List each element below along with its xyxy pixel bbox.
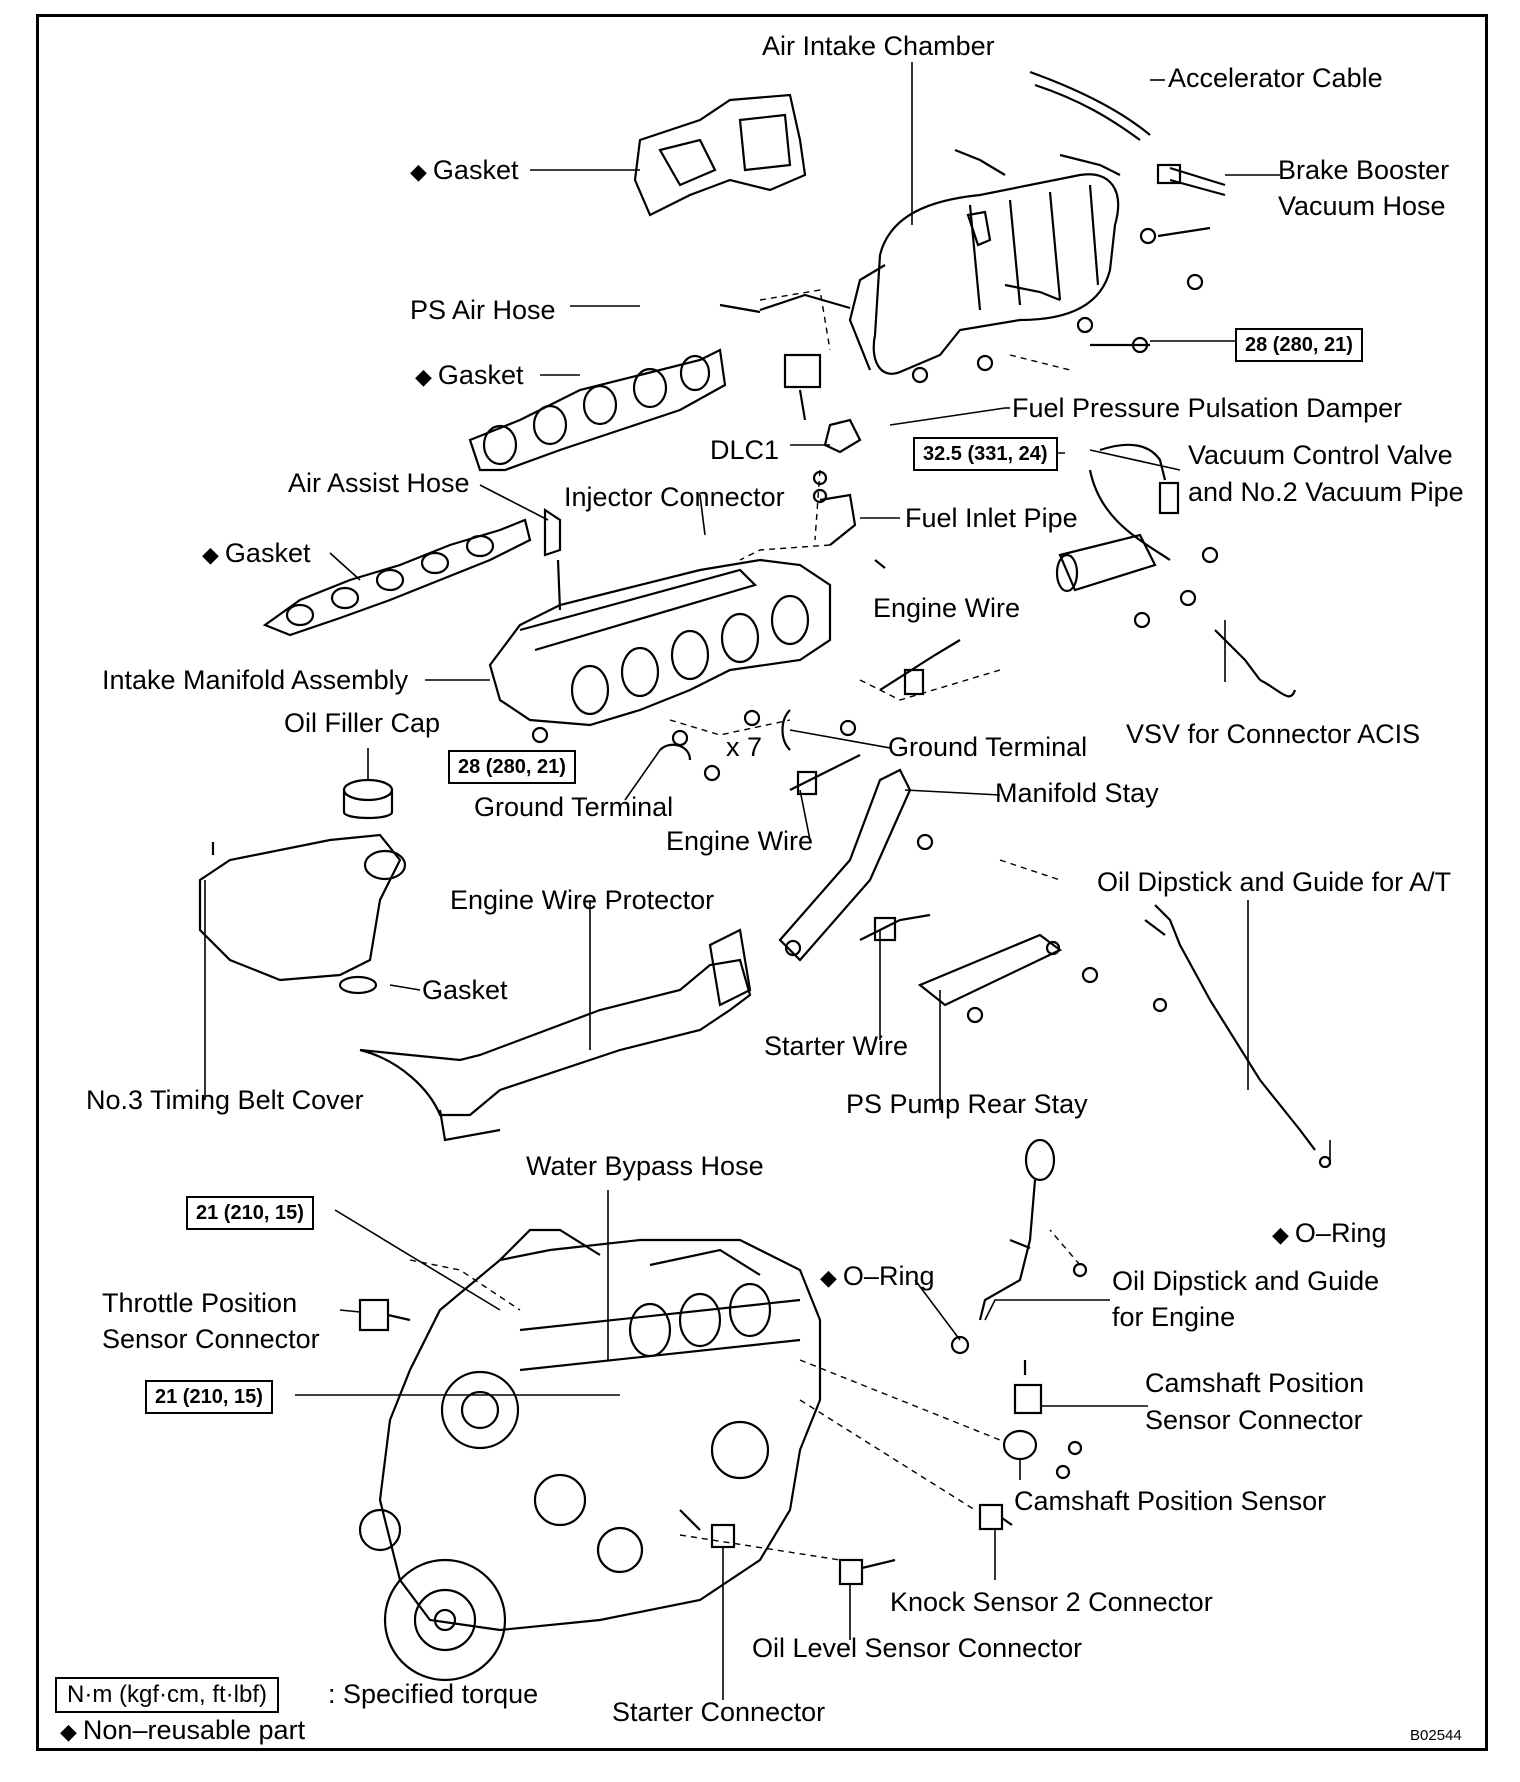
- label-engine-wire-lower: Engine Wire: [666, 826, 814, 856]
- label-fuel-pressure-damper: Fuel Pressure Pulsation Damper: [1012, 393, 1403, 423]
- oil-level-sensor-drawing: [838, 1558, 896, 1586]
- legend-non-reusable-text: Non–reusable part: [82, 1715, 306, 1745]
- label-gasket-mid-text: Gasket: [437, 360, 524, 390]
- label-ground-terminal-right: Ground Terminal: [888, 732, 1088, 762]
- engine-wire-protector-drawing: [359, 928, 752, 1142]
- oil-dipstick-at-drawing: [1144, 904, 1332, 1169]
- label-gasket-left: ◆Gasket: [202, 535, 310, 573]
- starter-connector-drawing: [679, 1509, 736, 1549]
- label-oil-dipstick-engine-1: Oil Dipstick and Guide: [1112, 1266, 1380, 1296]
- air-intake-chamber-drawing: [848, 148, 1121, 375]
- label-vsv-connector-acis: VSV for Connector ACIS: [1126, 719, 1421, 749]
- label-gasket-cover: Gasket: [422, 975, 508, 1005]
- label-gasket-left-text: Gasket: [224, 538, 311, 568]
- label-oil-dipstick-at: Oil Dipstick and Guide for A/T: [1097, 867, 1452, 897]
- label-ps-air-hose: PS Air Hose: [410, 295, 556, 325]
- label-ps-pump-rear-stay: PS Pump Rear Stay: [846, 1089, 1088, 1119]
- label-o-ring-right: ◆O–Ring: [1272, 1215, 1386, 1253]
- label-o-ring-right-text: O–Ring: [1294, 1218, 1387, 1248]
- vacuum-control-valve-drawing: [1055, 443, 1297, 698]
- camshaft-sensor-drawing: [1002, 1360, 1083, 1480]
- label-vacuum-control-2: and No.2 Vacuum Pipe: [1188, 477, 1464, 507]
- label-o-ring-left-text: O–Ring: [842, 1261, 935, 1291]
- torque-21-upper: 21 (210, 15): [186, 1196, 314, 1230]
- fuel-damper-drawing: [812, 418, 886, 569]
- label-gasket-mid: ◆Gasket: [415, 357, 523, 395]
- label-intake-manifold-assembly: Intake Manifold Assembly: [102, 665, 409, 695]
- label-x7: x 7: [726, 732, 763, 762]
- label-air-assist-hose: Air Assist Hose: [288, 468, 470, 498]
- label-gasket-top-text: Gasket: [432, 155, 519, 185]
- label-water-bypass-hose: Water Bypass Hose: [526, 1151, 764, 1181]
- brake-booster-hose-drawing: [1156, 163, 1226, 197]
- label-cam-connector-2: Sensor Connector: [1145, 1405, 1363, 1435]
- throttle-sensor-connector-drawing: [358, 1298, 411, 1332]
- label-injector-connector: Injector Connector: [564, 482, 785, 512]
- label-no3-timing-belt-cover: No.3 Timing Belt Cover: [86, 1085, 364, 1115]
- torque-28-upper: 28 (280, 21): [1235, 328, 1363, 362]
- engine-wire-upper-drawing: [879, 639, 961, 696]
- label-throttle-1: Throttle Position: [102, 1288, 298, 1318]
- label-vacuum-control-1: Vacuum Control Valve: [1188, 440, 1453, 470]
- knock-sensor-connector-drawing: [978, 1503, 1013, 1531]
- leader-lines: [204, 62, 1331, 1700]
- engine-block-drawing: [358, 1228, 822, 1682]
- label-brake-booster-1: Brake Booster: [1278, 155, 1450, 185]
- label-oil-dipstick-engine-2: for Engine: [1112, 1302, 1236, 1332]
- diamond-icon: ◆: [415, 364, 432, 389]
- legend-non-reusable: ◆Non–reusable part: [60, 1712, 305, 1750]
- label-oil-level-sensor: Oil Level Sensor Connector: [752, 1633, 1083, 1663]
- air-assist-hose-drawing: [543, 507, 562, 611]
- figure-code: B02544: [1410, 1727, 1462, 1744]
- label-air-intake-chamber: Air Intake Chamber: [762, 31, 995, 61]
- label-cam-connector-1: Camshaft Position: [1145, 1368, 1365, 1398]
- label-throttle-2: Sensor Connector: [102, 1324, 320, 1354]
- ps-pump-rear-stay-drawing: [917, 933, 1099, 1024]
- oil-filler-cap-drawing: [342, 778, 394, 820]
- diamond-icon: ◆: [202, 542, 219, 567]
- diamond-icon: ◆: [410, 159, 427, 184]
- diamond-icon: ◆: [820, 1265, 837, 1290]
- label-starter-connector: Starter Connector: [612, 1697, 826, 1727]
- label-o-ring-left: ◆O–Ring: [820, 1258, 934, 1296]
- label-engine-wire-upper: Engine Wire: [873, 593, 1021, 623]
- gasket-mid-drawing: [468, 348, 727, 472]
- starter-wire-drawing: [859, 913, 931, 942]
- engine-wire-lower-drawing: [789, 754, 861, 796]
- label-camshaft-position-sensor: Camshaft Position Sensor: [1014, 1486, 1327, 1516]
- torque-21-lower: 21 (210, 15): [145, 1380, 273, 1414]
- dlc1-drawing: [783, 353, 822, 421]
- label-dlc1: DLC1: [710, 435, 780, 465]
- legend-unit-box: N·m (kgf·cm, ft·lbf): [55, 1677, 279, 1713]
- label-engine-wire-protector: Engine Wire Protector: [450, 885, 715, 915]
- torque-28-lower: 28 (280, 21): [448, 750, 576, 784]
- gasket-top-drawing: [633, 93, 807, 217]
- diamond-icon: ◆: [60, 1719, 77, 1744]
- label-manifold-stay: Manifold Stay: [995, 778, 1159, 808]
- label-accelerator-cable: Accelerator Cable: [1168, 63, 1383, 93]
- manifold-stay-drawing: [778, 768, 934, 962]
- timing-belt-cover-drawing: [198, 833, 407, 995]
- torque-32-5: 32.5 (331, 24): [913, 437, 1058, 471]
- label-ground-terminal-left: Ground Terminal: [474, 792, 674, 822]
- legend-unit-desc: : Specified torque: [328, 1679, 539, 1709]
- intake-manifold-drawing: [488, 558, 857, 782]
- diagram-frame: [36, 14, 1488, 1751]
- label-gasket-top: ◆Gasket: [410, 152, 518, 190]
- accelerator-cable-drawing: [1029, 70, 1151, 141]
- ground-terminal-drawing: [659, 709, 791, 761]
- chamber-bolts: [911, 226, 1211, 384]
- oil-dipstick-engine-drawing: [950, 1138, 1088, 1355]
- diamond-icon: ◆: [1272, 1222, 1289, 1247]
- label-knock-sensor-2: Knock Sensor 2 Connector: [890, 1587, 1213, 1617]
- ps-air-hose-drawing: [719, 293, 851, 314]
- label-starter-wire: Starter Wire: [764, 1031, 909, 1061]
- label-fuel-inlet-pipe: Fuel Inlet Pipe: [905, 503, 1078, 533]
- assembly-dashed-lines: [409, 289, 1081, 1561]
- label-oil-filler-cap: Oil Filler Cap: [284, 708, 441, 738]
- label-brake-booster-2: Vacuum Hose: [1278, 191, 1446, 221]
